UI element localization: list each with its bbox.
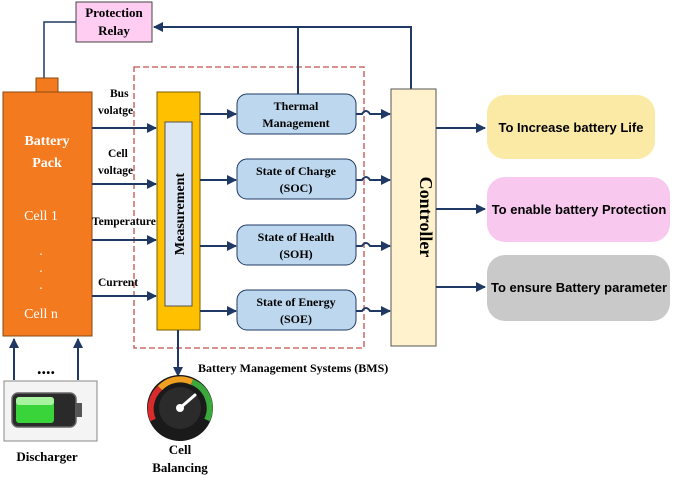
relay-label-2: Relay	[98, 23, 130, 38]
battery-label-1: Battery	[24, 134, 69, 149]
module-soh-2: (SOH)	[279, 247, 312, 261]
module-thermal-2: Management	[262, 116, 329, 130]
battery-label-2: Pack	[32, 156, 62, 171]
relay-battery-line	[43, 21, 76, 78]
balancing-label-1: Cell	[169, 442, 192, 457]
output-ensure-parameter: To ensure Battery parameter	[487, 255, 670, 321]
module-soh-1: State of Health	[258, 230, 335, 244]
signal-temperature: Temperature	[92, 216, 156, 228]
discharger-battery-icon	[3, 380, 98, 442]
arrow-soc-controller	[356, 175, 391, 185]
cell-dot: .	[39, 278, 43, 293]
controller-label: Controller	[416, 177, 436, 258]
discharger-label: Discharger	[16, 449, 78, 464]
module-soe: State of Energy (SOE)	[236, 289, 357, 331]
signal-cell-1: Cell	[108, 148, 128, 160]
cell-n-label: Cell n	[24, 307, 58, 322]
controller-block: Controller	[390, 88, 437, 347]
arrow-thermal-controller	[356, 109, 391, 119]
module-soc-2: (SOC)	[280, 181, 313, 195]
output-enable-protection: To enable battery Protection	[487, 177, 670, 242]
output-protection-label: To enable battery Protection	[492, 202, 667, 217]
signal-current: Current	[98, 277, 138, 289]
module-soe-1: State of Energy	[256, 295, 335, 309]
cell-1-label: Cell 1	[24, 209, 58, 224]
discharger-dots: ....	[37, 358, 55, 378]
cell-dot: .	[39, 261, 43, 276]
bms-boundary	[133, 66, 365, 349]
measurement-block: Measurement	[156, 91, 201, 331]
module-thermal-1: Thermal	[274, 99, 319, 113]
signal-bus-2: volatge	[98, 105, 133, 117]
relay-label-1: Protection	[85, 5, 143, 20]
output-parameter-label: To ensure Battery parameter	[491, 280, 667, 295]
module-soh: State of Health (SOH)	[236, 224, 357, 266]
output-life-label: To Increase battery Life	[499, 120, 644, 135]
arrow-controller-relay	[153, 22, 412, 89]
arrow-soe-controller	[356, 306, 391, 316]
bms-label: Battery Management Systems (BMS)	[198, 361, 388, 375]
signal-cell-2: voltage	[98, 165, 133, 177]
cell-dot: .	[39, 244, 43, 259]
arrow-soh-controller	[356, 241, 391, 251]
balancing-label-2: Balancing	[152, 460, 208, 475]
protection-relay: Protection Relay	[75, 1, 153, 43]
module-soc-1: State of Charge	[256, 164, 337, 178]
output-increase-life: To Increase battery Life	[487, 95, 655, 159]
measurement-label: Measurement	[173, 173, 188, 255]
battery-pack: Battery Pack Cell 1 . . . Cell n	[2, 77, 93, 337]
gauge-icon	[147, 375, 213, 441]
module-soe-2: (SOE)	[280, 312, 312, 326]
signal-bus-1: Bus	[110, 88, 129, 100]
module-thermal: Thermal Management	[236, 93, 357, 135]
module-soc: State of Charge (SOC)	[236, 158, 357, 200]
